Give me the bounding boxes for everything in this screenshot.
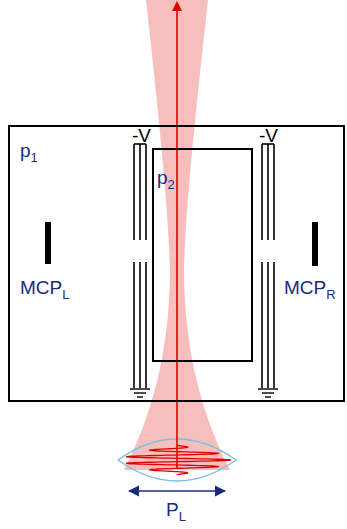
detector-label: MCPL [20, 278, 69, 297]
main-text: P [166, 499, 179, 520]
main-text: p [157, 167, 168, 188]
main-text: p [20, 140, 31, 161]
vacuum-chamber: p2p1 [8, 125, 345, 402]
mcp-detector [45, 222, 51, 264]
pressure-label: p2 [157, 168, 175, 187]
beam-arrowhead [172, 1, 182, 11]
beam-axis [176, 9, 178, 468]
main-text: MCP [20, 277, 62, 298]
detector-label: MCPR [284, 278, 336, 297]
electrode-right [262, 144, 274, 388]
subscript: L [179, 509, 186, 524]
subscript: R [326, 287, 335, 302]
subscript: 2 [168, 177, 175, 192]
main-text: MCP [284, 277, 326, 298]
voltage-label: -V [259, 126, 278, 145]
pressure-label: p1 [20, 141, 38, 160]
laser-beam [124, 0, 230, 470]
subscript: L [62, 287, 69, 302]
mcp-detector [312, 222, 318, 266]
electrode-left [134, 144, 146, 388]
gas-cell: p2 [152, 148, 253, 362]
polarization-label: PL [166, 500, 186, 519]
subscript: 1 [31, 150, 38, 165]
voltage-label: -V [132, 126, 151, 145]
polarization-arrow [129, 490, 225, 492]
ground-symbol [130, 389, 278, 397]
pulse-wave [126, 445, 230, 475]
